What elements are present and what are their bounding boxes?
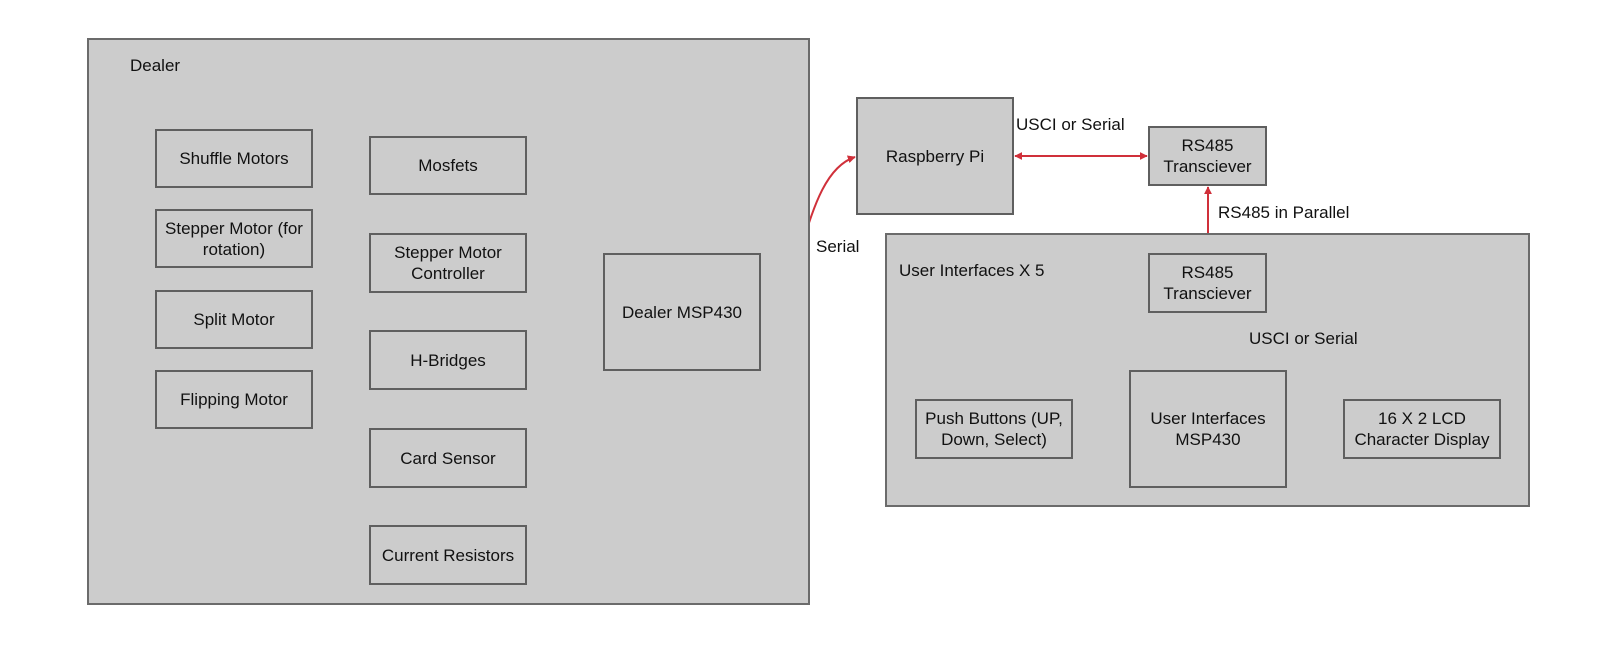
shuffle-motors-node: Shuffle Motors: [155, 129, 313, 188]
rs485-parallel-edge-label: RS485 in Parallel: [1218, 203, 1350, 222]
card-sensor-node: Card Sensor: [369, 428, 527, 488]
rs485-transceiver-top-node: RS485 Transciever: [1148, 126, 1267, 186]
dealer-msp430-node: Dealer MSP430: [603, 253, 761, 371]
stepper-motor-rotation-node: Stepper Motor (for rotation): [155, 209, 313, 268]
usci-serial-ui-edge-label: USCI or Serial: [1249, 329, 1358, 348]
flipping-motor-node: Flipping Motor: [155, 370, 313, 429]
raspberry-pi-node: Raspberry Pi: [856, 97, 1014, 215]
rs485-transceiver-ui-node: RS485 Transciever: [1148, 253, 1267, 313]
serial-edge-label: Serial: [816, 237, 860, 256]
push-buttons-node: Push Buttons (UP, Down, Select): [915, 399, 1073, 459]
user-interfaces-group-label: User Interfaces X 5: [899, 261, 1045, 280]
usci-serial-top-edge-label: USCI or Serial: [1016, 115, 1125, 134]
current-resistors-node: Current Resistors: [369, 525, 527, 585]
dealer-group-label: Dealer: [130, 56, 181, 75]
h-bridges-node: H-Bridges: [369, 330, 527, 390]
split-motor-node: Split Motor: [155, 290, 313, 349]
user-interfaces-msp430-node: User Interfaces MSP430: [1129, 370, 1287, 488]
lcd-display-node: 16 X 2 LCD Character Display: [1343, 399, 1501, 459]
stepper-motor-controller-node: Stepper Motor Controller: [369, 233, 527, 293]
mosfets-node: Mosfets: [369, 136, 527, 195]
